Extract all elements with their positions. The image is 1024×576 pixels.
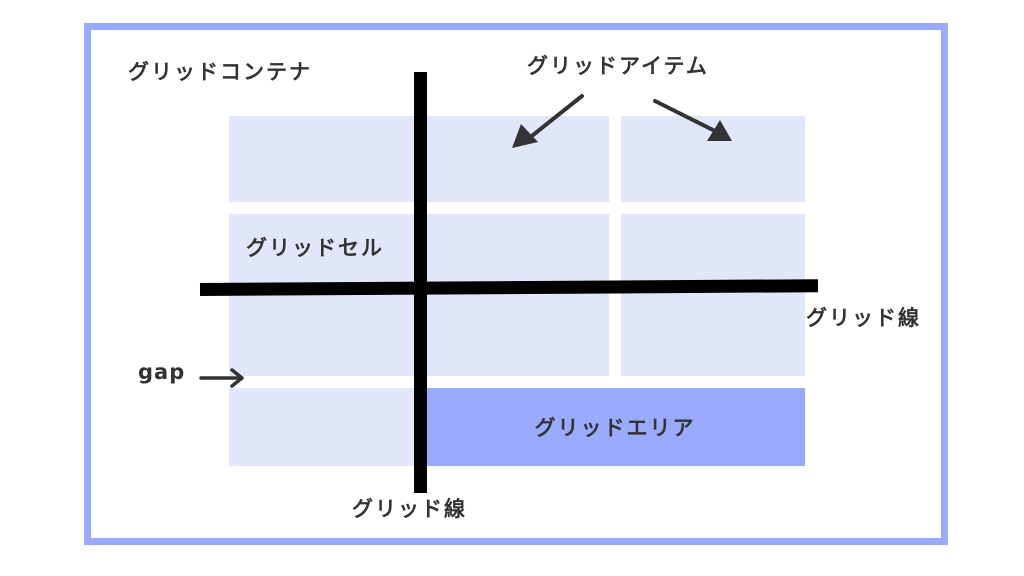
grid-line-vertical-label: グリッド線 [352, 497, 467, 521]
gap-label: gap [138, 360, 186, 384]
grid-cell-r3c2 [425, 292, 609, 376]
grid-area-label: グリッドエリア [534, 416, 696, 440]
grid-item-label: グリッドアイテム [527, 54, 709, 78]
grid-cell-r1c1 [229, 116, 416, 202]
grid-cell-r4c1 [229, 388, 416, 466]
grid-container-label: グリッドコンテナ [128, 60, 312, 84]
grid-area: グリッドエリア [425, 388, 805, 466]
grid-cell-r2c2 [425, 214, 609, 286]
grid-line-horizontal-label: グリッド線 [806, 306, 921, 330]
grid-cell-r3c3 [621, 292, 805, 376]
grid-cell-label: グリッドセル [246, 236, 384, 260]
grid-item-r1c2 [425, 116, 609, 202]
grid-cell-r2c1 [229, 214, 416, 286]
grid-cell-r2c3 [621, 214, 805, 286]
grid-cell-r3c1 [229, 292, 416, 376]
grid-item-r1c3 [621, 116, 805, 202]
